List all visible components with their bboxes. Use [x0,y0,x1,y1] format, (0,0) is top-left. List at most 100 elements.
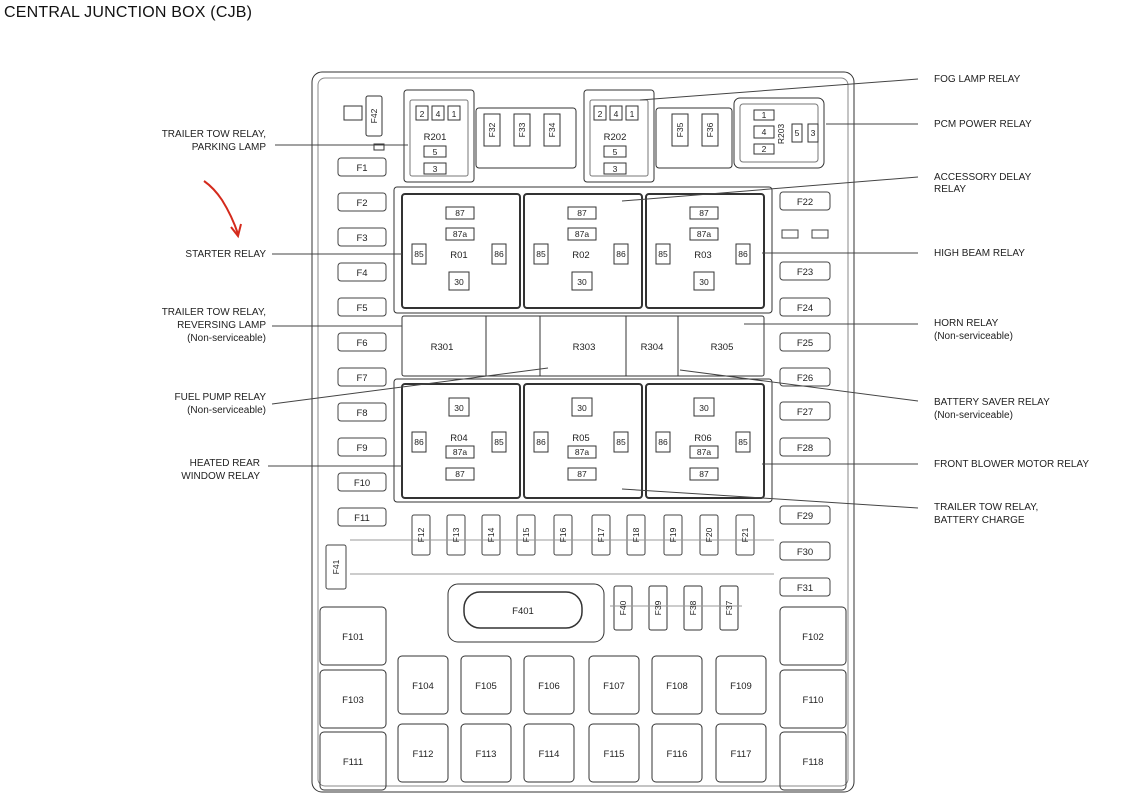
fuse-f32-label: F32 [487,122,497,137]
pin-label: 30 [699,403,709,413]
mini-fuse-row [350,514,774,575]
pin-label: 87a [453,229,467,239]
middle-relay-text: R301 R303 R304 R305 [431,342,734,353]
pin-label: 86 [536,437,546,447]
pin-label: 86 [414,437,424,447]
pin-label: 2 [420,109,425,119]
pin-label: 30 [454,277,464,287]
pin-label: 86 [494,249,504,259]
fuse-f26-label: F26 [797,373,813,384]
trailer-tow-reversing-lamp-label-2: REVERSING LAMP [177,320,266,331]
pin-label: 87 [455,208,465,218]
fuse-f20-label: F20 [704,527,714,542]
pin-label: 2 [762,144,767,154]
starter-relay-label: STARTER RELAY [185,249,266,260]
leader-lines [268,78,919,509]
relay-r202-label: R202 [604,132,627,143]
pcm-power-relay-label: PCM POWER RELAY [934,119,1032,130]
trailer-tow-reversing-lamp-note: (Non-serviceable) [187,333,266,344]
pin-label: 86 [616,249,626,259]
pin-label: 1 [762,110,767,120]
pin-label: 87 [577,469,587,479]
pin-label: 85 [494,437,504,447]
fuse-f118-label: F118 [803,757,824,768]
pin-label: 87 [699,208,709,218]
high-beam-relay-label: HIGH BEAM RELAY [934,248,1025,259]
trailer-tow-reversing-lamp-label: TRAILER TOW RELAY, [162,307,266,318]
relay-r201-label: R201 [424,132,447,143]
fuse-f111-label: F111 [343,757,363,768]
relay-r04-label: R04 [450,433,467,444]
upper-relay-bank [393,186,773,314]
fuse-f12-label: F12 [416,527,426,542]
fuse-f115-label: F115 [604,749,625,760]
right-fuse-column [779,191,831,597]
mini-fuse-labels: F12 F13 F14 F15 F16 F17 F18 F19 F20 F21 [416,527,750,542]
fuse-f1-label: F1 [356,163,367,174]
pin-label: 85 [658,249,668,259]
trailer-tow-battery-charge-label: TRAILER TOW RELAY, [934,502,1038,513]
fuse-f6-label: F6 [356,338,367,349]
pin-label: 86 [658,437,668,447]
relay-r304-label: R304 [641,342,664,353]
fuse-f110-label: F110 [803,695,824,706]
fuse-f41-label: F41 [331,559,341,574]
fuse-f40-label: F40 [618,600,628,615]
left-fuse-column [325,157,387,590]
relay-r301-label: R301 [431,342,454,353]
fuse-f2-label: F2 [356,198,367,209]
fuse-f105-label: F105 [475,681,497,692]
fuse-f27-label: F27 [797,407,813,418]
fog-lamp-relay-label: FOG LAMP RELAY [934,74,1021,85]
fuse-f109-label: F109 [730,681,752,692]
trailer-tow-battery-charge-label-2: BATTERY CHARGE [934,515,1025,526]
fuse-f39-label: F39 [653,600,663,615]
lower-relay-bank [393,378,773,503]
pin-label: 87 [455,469,465,479]
fuse-f108-label: F108 [666,681,688,692]
pin-label: 30 [699,277,709,287]
fuse-f28-label: F28 [797,443,813,454]
trailer-tow-parking-lamp-label-2: PARKING LAMP [192,142,267,153]
fuse-f38-label: F38 [688,600,698,615]
fuse-f106-label: F106 [538,681,560,692]
relay-r03-label: R03 [694,250,711,261]
pin-label: 5 [613,147,618,157]
relay-r305-label: R305 [711,342,734,353]
fuel-pump-relay-note: (Non-serviceable) [187,405,266,416]
fuse-f18-label: F18 [631,527,641,542]
pin-label: 4 [614,109,619,119]
fuse-f21-label: F21 [740,527,750,542]
fuse-f117-label: F117 [731,749,752,760]
pin-label: 86 [738,249,748,259]
fuse-f33-label: F33 [517,122,527,137]
large-fuse-labels: F101 F102 F103 F110 F111 F118 F104 F105 … [342,632,824,768]
pin-label: 4 [436,109,441,119]
fuse-f10-label: F10 [354,478,370,489]
fuse-f24-label: F24 [797,303,813,314]
relay-r02-label: R02 [572,250,589,261]
fuse-f22-label: F22 [797,197,813,208]
pin-label: 87 [699,469,709,479]
fuse-f5-label: F5 [356,303,367,314]
right-fuse-labels: F22 F23 F24 F25 F26 F27 F28 F29 F30 F31 [797,197,813,594]
fuse-f113-label: F113 [476,749,497,760]
fuse-f34-label: F34 [547,122,557,137]
fuse-f14-label: F14 [486,527,496,542]
fuse-f23-label: F23 [797,267,813,278]
pin-label: 87a [697,229,711,239]
fuse-f101-label: F101 [342,632,364,643]
pin-label: 1 [630,109,635,119]
top-relay-text: 2 4 1 R201 5 3 2 4 1 R202 5 3 1 4 2 5 3 … [369,108,816,174]
pin-label: 30 [577,277,587,287]
battery-saver-relay-label: BATTERY SAVER RELAY [934,397,1050,408]
pin-label: 87a [575,229,589,239]
pin-label: 85 [616,437,626,447]
pin-label: 2 [598,109,603,119]
fuse-f7-label: F7 [356,373,367,384]
relay-r06-label: R06 [694,433,711,444]
pin-label: 85 [738,437,748,447]
fuse-f15-label: F15 [521,527,531,542]
cjb-housing [311,71,855,793]
